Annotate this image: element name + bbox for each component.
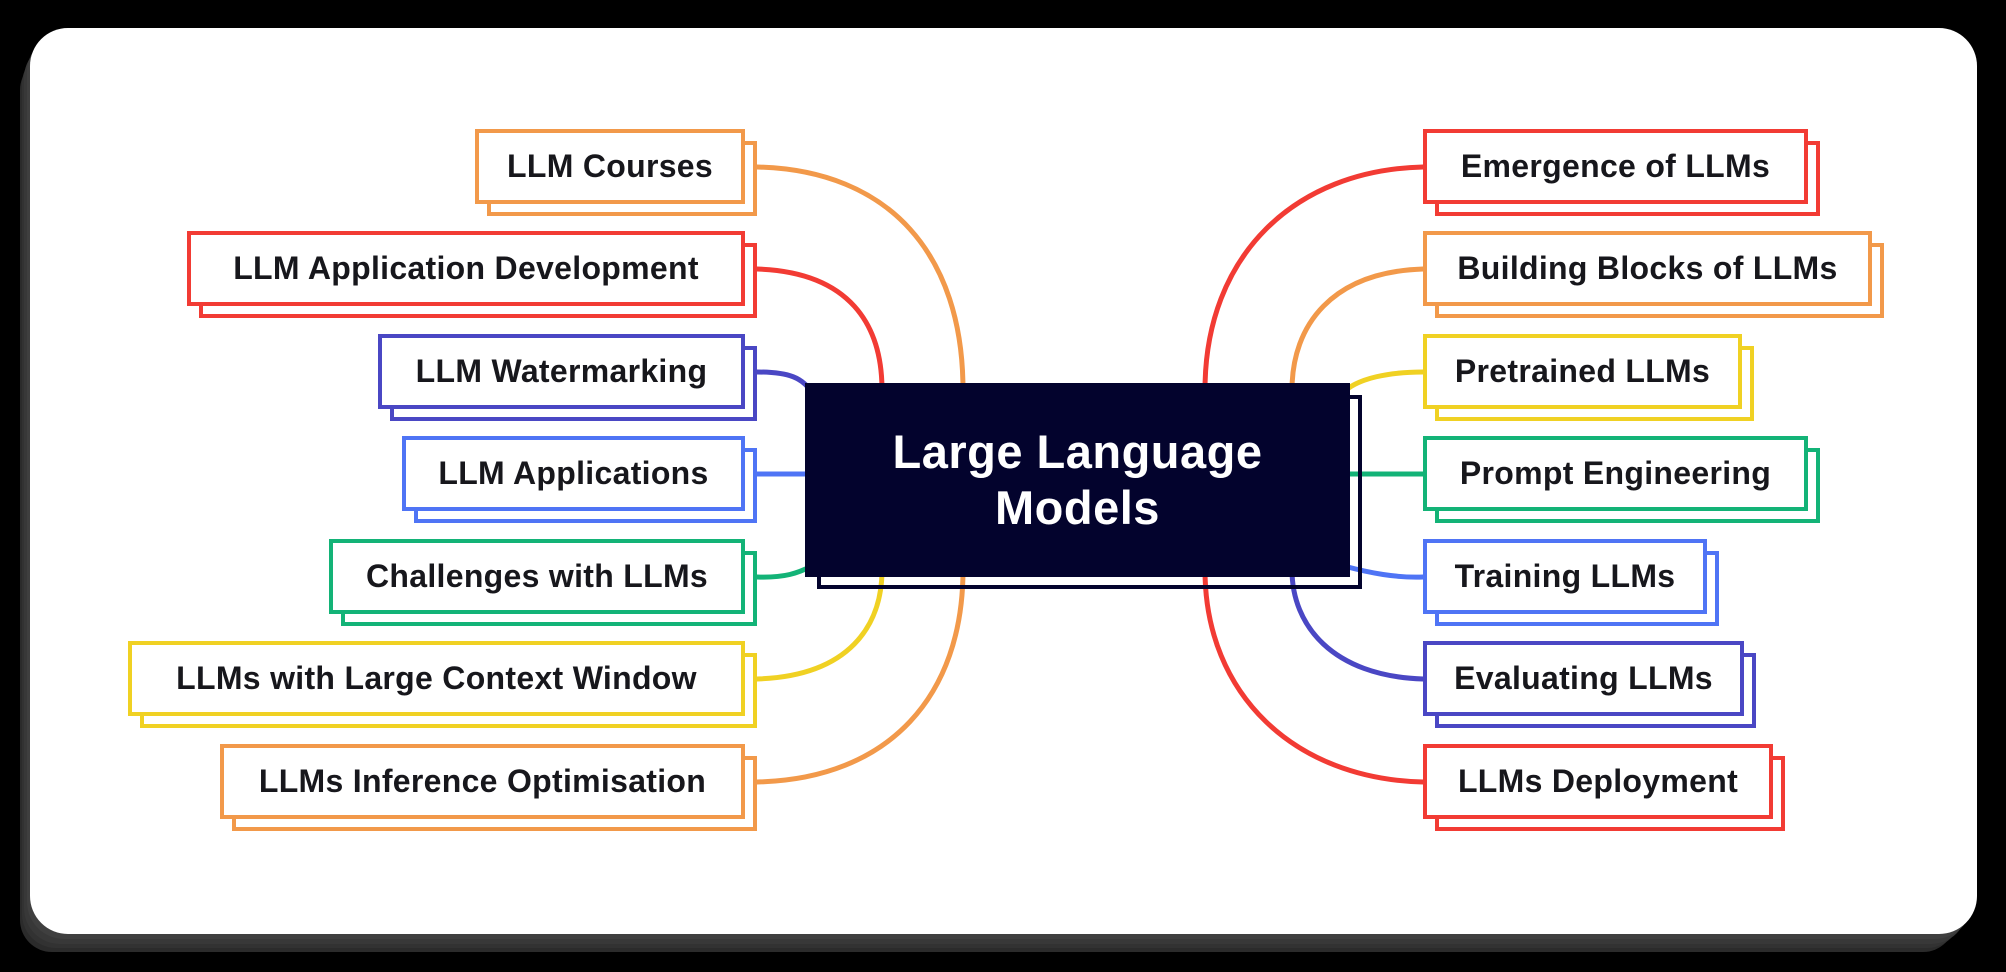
connector-llm-courses	[754, 164, 966, 393]
node-label: LLM Watermarking	[415, 353, 708, 389]
connector-llm-watermarking	[754, 369, 815, 395]
node-label: Evaluating LLMs	[1454, 660, 1713, 696]
node-label: Prompt Engineering	[1459, 455, 1772, 491]
mindmap-card: LLM Courses LLM Application Development …	[30, 28, 1977, 934]
center-title-line-2: Models	[995, 481, 1160, 534]
node-face: LLM Courses	[475, 129, 745, 204]
node-label: Challenges with LLMs	[365, 558, 709, 594]
node-label: Pretrained LLMs	[1454, 353, 1711, 389]
node-face: Building Blocks of LLMs	[1423, 231, 1872, 306]
node-face: Evaluating LLMs	[1423, 641, 1744, 716]
mindmap-node-challenges-with-llms: Challenges with LLMs	[329, 539, 757, 626]
node-face: LLM Applications	[402, 436, 745, 511]
node-face: LLM Application Development	[187, 231, 745, 306]
mindmap-node-llms-deployment: LLMs Deployment	[1423, 744, 1785, 831]
connector-evaluating-llms	[1289, 567, 1426, 682]
mindmap-node-emergence-of-llms: Emergence of LLMs	[1423, 129, 1820, 216]
mindmap-node-building-blocks-of-llms: Building Blocks of LLMs	[1423, 231, 1884, 318]
node-label: LLM Application Development	[233, 250, 699, 286]
node-face: LLMs Deployment	[1423, 744, 1773, 819]
connector-llms-with-large-context-window	[754, 567, 885, 682]
mindmap-node-llms-inference-optimisation: LLMs Inference Optimisation	[220, 744, 757, 831]
connector-lines-svg	[754, 164, 1426, 785]
node-face: Prompt Engineering	[1423, 436, 1808, 511]
node-label: LLMs with Large Context Window	[176, 660, 697, 696]
center-face: Large Language Models	[805, 383, 1350, 577]
connector-pretrained-llms	[1341, 369, 1426, 395]
node-face: LLMs with Large Context Window	[128, 641, 745, 716]
mindmap-node-llm-watermarking: LLM Watermarking	[378, 334, 757, 421]
node-face: LLMs Inference Optimisation	[220, 744, 745, 819]
node-face: Training LLMs	[1423, 539, 1707, 614]
center-title-line-1: Large Language	[892, 424, 1263, 478]
connector-building-blocks-of-llms	[1289, 266, 1426, 393]
node-label: Training LLMs	[1454, 558, 1676, 594]
mindmap-node-evaluating-llms: Evaluating LLMs	[1423, 641, 1756, 728]
mindmap-node-training-llms: Training LLMs	[1423, 539, 1719, 626]
connector-llms-inference-optimisation	[754, 567, 966, 785]
mindmap-node-llm-applications: LLM Applications	[402, 436, 757, 523]
mindmap-node-llms-with-large-context-window: LLMs with Large Context Window	[128, 641, 757, 728]
center-title: Large Language Models	[809, 424, 1346, 537]
node-label: LLMs Deployment	[1457, 763, 1739, 799]
node-label: LLM Applications	[438, 455, 709, 491]
connector-llms-deployment	[1202, 567, 1426, 785]
mindmap-node-llm-courses: LLM Courses	[475, 129, 757, 216]
node-label: Building Blocks of LLMs	[1457, 250, 1838, 286]
node-label: Emergence of LLMs	[1460, 148, 1771, 184]
mindmap-node-pretrained-llms: Pretrained LLMs	[1423, 334, 1754, 421]
connector-training-llms	[1341, 563, 1426, 580]
connector-emergence-of-llms	[1202, 164, 1426, 393]
mindmap-node-llm-application-development: LLM Application Development	[187, 231, 757, 318]
node-face: Pretrained LLMs	[1423, 334, 1742, 409]
connector-llm-application-development	[754, 266, 885, 393]
center-topic-node: Large Language Models	[805, 383, 1362, 589]
node-label: LLMs Inference Optimisation	[258, 763, 707, 799]
node-face: Challenges with LLMs	[329, 539, 745, 614]
connector-challenges-with-llms	[754, 563, 815, 580]
node-face: Emergence of LLMs	[1423, 129, 1808, 204]
node-face: LLM Watermarking	[378, 334, 745, 409]
mindmap-node-prompt-engineering: Prompt Engineering	[1423, 436, 1820, 523]
node-label: LLM Courses	[507, 148, 713, 184]
